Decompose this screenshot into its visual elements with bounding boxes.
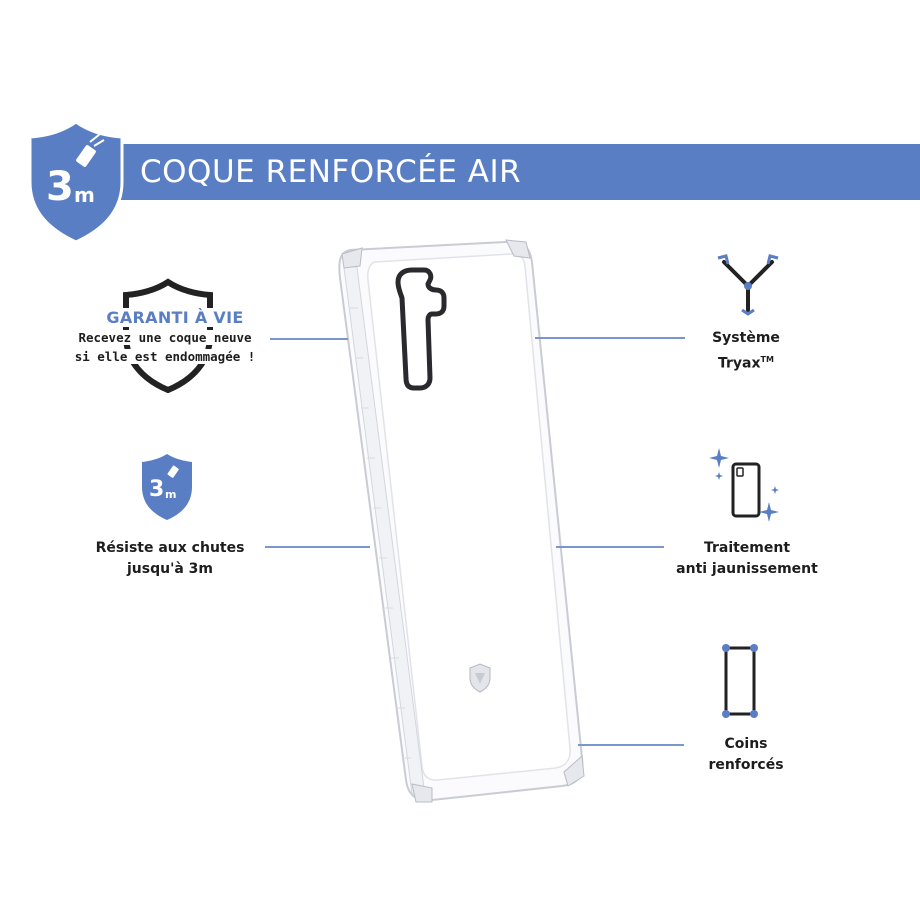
corners-label: Coins renforcés: [646, 734, 846, 776]
anti-yellow-line-1: Traitement: [703, 540, 791, 556]
warranty-line-1: Recevez une coque neuve: [78, 330, 252, 345]
drop-height-shield-icon: 3 m: [28, 120, 124, 244]
badge-number: 3: [46, 164, 74, 210]
anti-yellow-label: Traitement anti jaunissement: [647, 538, 847, 580]
reinforced-corners-icon: [722, 644, 758, 718]
sparkle-phone-icon: [709, 448, 779, 522]
badge-unit: m: [74, 183, 95, 207]
tryax-label: Système TryaxTM: [646, 328, 846, 375]
phone-case-image: [338, 239, 585, 803]
banner-title: COQUE RENFORCÉE AIR: [140, 154, 522, 190]
warranty-line-2: si elle est endommagée !: [74, 349, 256, 364]
falling-phone-icon: [76, 133, 105, 167]
tryax-connector: [535, 337, 685, 339]
warranty-description: Recevez une coque neuve si elle est endo…: [30, 328, 300, 366]
warranty-title: GARANTI À VIE: [60, 308, 290, 327]
anti-yellow-connector: [556, 546, 664, 548]
drop-connector: [265, 546, 370, 548]
title-banner: [95, 144, 920, 200]
drop-line-2: jusqu'à 3m: [126, 561, 214, 577]
tryax-line-1: Système: [712, 330, 780, 346]
shield-outline-icon: [123, 278, 213, 394]
drop-badge-unit: m: [165, 488, 176, 501]
corners-line-2: renforcés: [708, 757, 784, 773]
brand-logo: [469, 663, 491, 693]
tryax-line-2: Tryax: [718, 355, 761, 372]
corners-line-1: Coins: [724, 736, 768, 752]
drop-shield-icon: 3 m: [142, 454, 192, 520]
tryax-trademark: TM: [760, 355, 774, 364]
drop-line-1: Résiste aux chutes: [95, 540, 245, 556]
anti-yellow-line-2: anti jaunissement: [676, 561, 818, 577]
drop-description: Résiste aux chutes jusqu'à 3m: [70, 538, 270, 580]
drop-badge-number: 3: [149, 477, 164, 502]
tryax-icon: [717, 254, 779, 316]
warranty-connector: [270, 338, 348, 340]
corners-connector: [578, 744, 684, 746]
